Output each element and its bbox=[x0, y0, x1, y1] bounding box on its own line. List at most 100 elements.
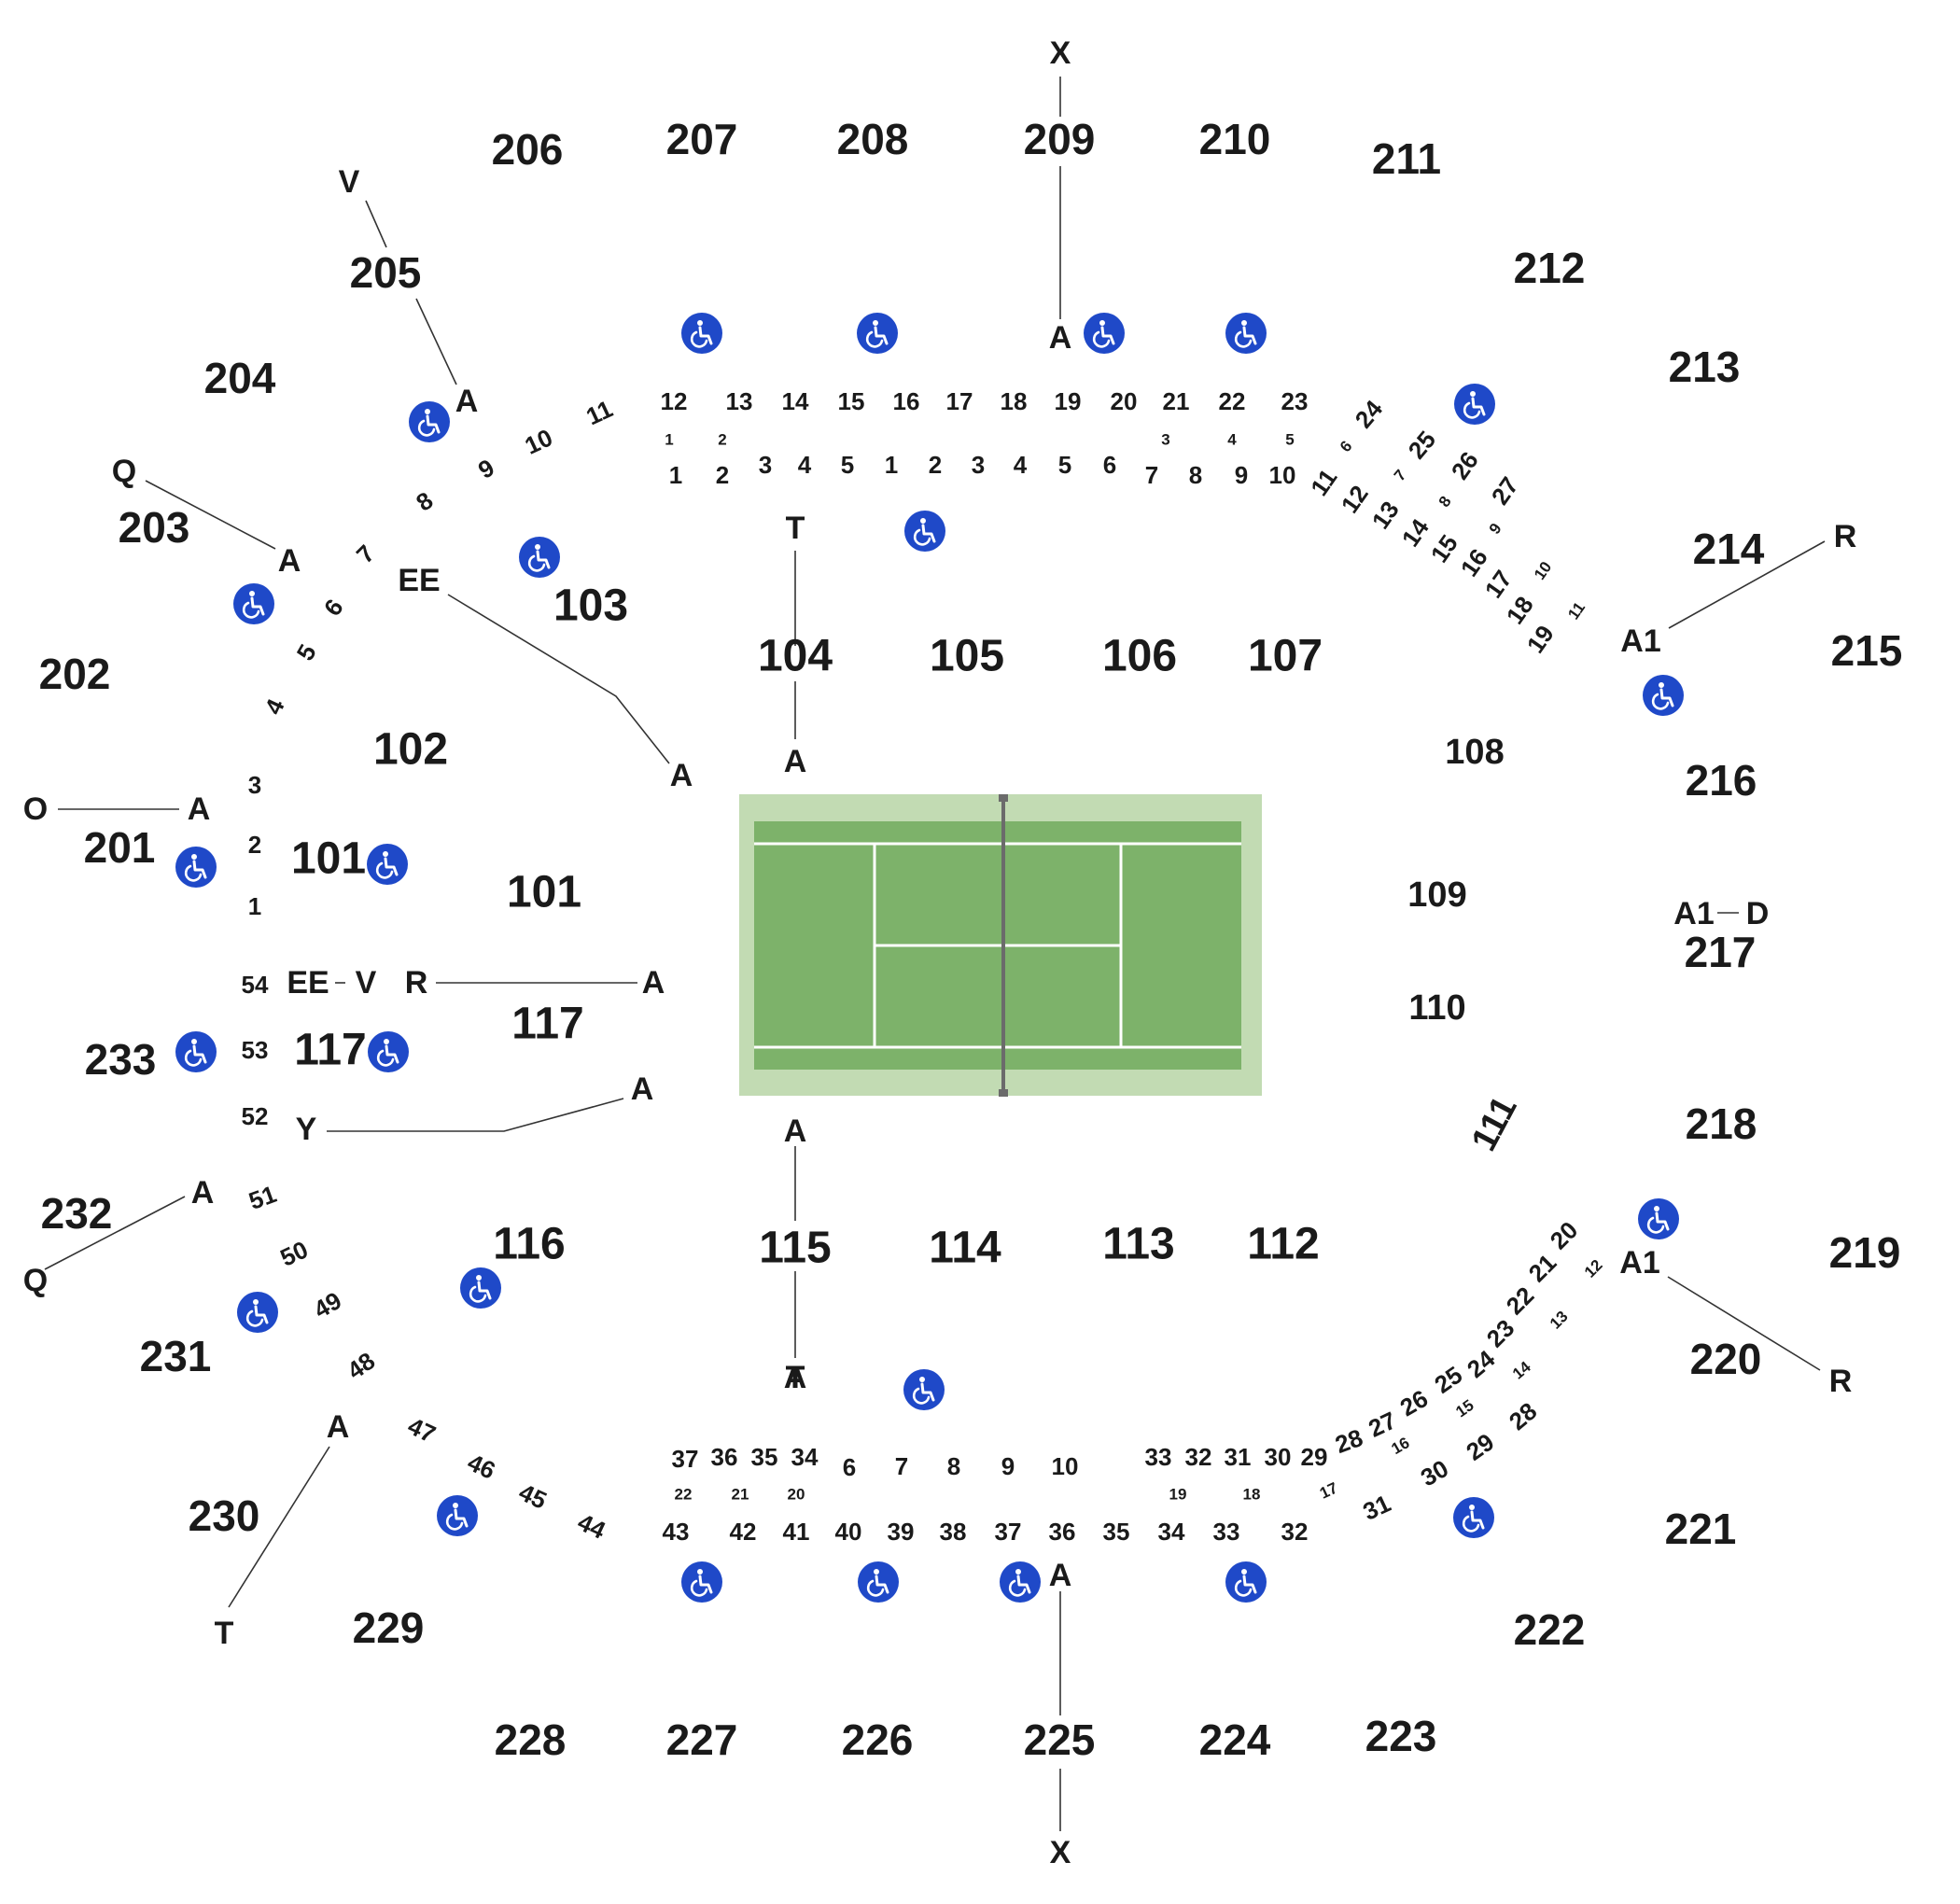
seat-number: 28 bbox=[1504, 1397, 1542, 1436]
seat-number: 42 bbox=[730, 1518, 757, 1546]
section-225[interactable]: 225 bbox=[1024, 1715, 1096, 1764]
seat-number: 29 bbox=[1301, 1443, 1328, 1471]
section-111[interactable]: 111 bbox=[1464, 1090, 1525, 1157]
wheelchair-icon bbox=[409, 401, 450, 442]
section-223[interactable]: 223 bbox=[1365, 1712, 1437, 1760]
section-207[interactable]: 207 bbox=[666, 115, 738, 163]
section-102[interactable]: 102 bbox=[373, 725, 448, 775]
section-115[interactable]: 115 bbox=[759, 1224, 831, 1273]
section-112[interactable]: 112 bbox=[1247, 1220, 1319, 1269]
section-219[interactable]: 219 bbox=[1829, 1228, 1901, 1277]
section-109[interactable]: 109 bbox=[1407, 875, 1466, 915]
section-106[interactable]: 106 bbox=[1102, 632, 1177, 681]
section-221[interactable]: 221 bbox=[1665, 1505, 1737, 1553]
section-217[interactable]: 217 bbox=[1685, 928, 1757, 976]
seat-number: 3 bbox=[1161, 430, 1169, 448]
section-233[interactable]: 233 bbox=[85, 1035, 157, 1084]
row-label: T bbox=[786, 1360, 805, 1395]
seat-number: 36 bbox=[1049, 1518, 1076, 1546]
section-202[interactable]: 202 bbox=[39, 650, 111, 698]
row-label: Y bbox=[296, 1112, 317, 1147]
section-103[interactable]: 103 bbox=[553, 581, 628, 631]
section-114[interactable]: 114 bbox=[929, 1224, 1001, 1273]
section-105[interactable]: 105 bbox=[930, 632, 1004, 681]
section-101[interactable]: 101 bbox=[507, 868, 581, 917]
section-214[interactable]: 214 bbox=[1693, 525, 1765, 573]
section-218[interactable]: 218 bbox=[1686, 1099, 1757, 1148]
seat-number: 6 bbox=[843, 1453, 856, 1481]
section-204[interactable]: 204 bbox=[204, 354, 276, 402]
section-117-accessible[interactable]: 117 bbox=[294, 1026, 366, 1075]
row-label: R bbox=[1834, 519, 1857, 554]
seat-number: 17 bbox=[1317, 1478, 1340, 1502]
section-215[interactable]: 215 bbox=[1831, 626, 1903, 675]
net-post bbox=[999, 794, 1008, 802]
row-label: Q bbox=[23, 1263, 48, 1298]
section-117[interactable]: 117 bbox=[511, 1000, 583, 1049]
section-224[interactable]: 224 bbox=[1199, 1715, 1271, 1764]
section-229[interactable]: 229 bbox=[353, 1603, 425, 1652]
seat-number: 14 bbox=[782, 387, 809, 415]
seat-number: 9 bbox=[1235, 461, 1248, 489]
accessible-icons bbox=[175, 313, 1684, 1603]
section-213[interactable]: 213 bbox=[1669, 343, 1741, 391]
section-104[interactable]: 104 bbox=[758, 632, 833, 681]
seat-number: 32 bbox=[1281, 1518, 1309, 1546]
section-101-accessible[interactable]: 101 bbox=[291, 834, 366, 884]
seat-number: 2 bbox=[929, 451, 942, 479]
wheelchair-icon bbox=[1454, 384, 1495, 425]
seat-number: 22 bbox=[1219, 387, 1246, 415]
seat-number: 4 bbox=[798, 451, 812, 479]
seat-number: 10 bbox=[1531, 558, 1555, 582]
section-216[interactable]: 216 bbox=[1686, 756, 1757, 805]
seat-number: 27 bbox=[1365, 1406, 1401, 1442]
row-labels: X V A Q A EE A A T A A1 R O A A1 D EE V … bbox=[23, 35, 1857, 1870]
section-210[interactable]: 210 bbox=[1199, 115, 1271, 163]
section-226[interactable]: 226 bbox=[842, 1715, 914, 1764]
section-208[interactable]: 208 bbox=[837, 115, 909, 163]
seat-number: 20 bbox=[1545, 1216, 1584, 1255]
seat-number: 13 bbox=[726, 387, 753, 415]
section-205[interactable]: 205 bbox=[350, 248, 422, 297]
row-label: V bbox=[356, 965, 377, 1001]
seat-number: 10 bbox=[1269, 461, 1296, 489]
row-label: X bbox=[1050, 1835, 1071, 1870]
section-110[interactable]: 110 bbox=[1408, 988, 1465, 1028]
section-116[interactable]: 116 bbox=[493, 1220, 565, 1269]
seat-number: 21 bbox=[1163, 387, 1190, 415]
section-203[interactable]: 203 bbox=[119, 503, 190, 552]
seat-number: 19 bbox=[1055, 387, 1082, 415]
seat-number: 3 bbox=[759, 451, 772, 479]
seat-number: 29 bbox=[1461, 1428, 1499, 1466]
row-label: A bbox=[670, 758, 693, 793]
section-222[interactable]: 222 bbox=[1514, 1605, 1586, 1654]
section-228[interactable]: 228 bbox=[495, 1715, 567, 1764]
section-231[interactable]: 231 bbox=[140, 1332, 212, 1380]
section-108[interactable]: 108 bbox=[1445, 733, 1504, 772]
seat-number: 37 bbox=[995, 1518, 1022, 1546]
seat-number: 37 bbox=[672, 1445, 699, 1473]
wheelchair-icon bbox=[1453, 1497, 1494, 1538]
section-201[interactable]: 201 bbox=[84, 823, 156, 872]
section-113[interactable]: 113 bbox=[1102, 1220, 1174, 1269]
section-220[interactable]: 220 bbox=[1690, 1335, 1762, 1383]
row-label: T bbox=[215, 1616, 234, 1651]
row-label: R bbox=[1829, 1364, 1853, 1399]
section-212[interactable]: 212 bbox=[1514, 244, 1586, 292]
section-107[interactable]: 107 bbox=[1248, 632, 1323, 681]
seat-number: 43 bbox=[663, 1518, 690, 1546]
seat-number: 10 bbox=[521, 423, 557, 459]
seat-number: 28 bbox=[1332, 1423, 1366, 1459]
section-209[interactable]: 209 bbox=[1024, 115, 1096, 163]
section-211[interactable]: 211 bbox=[1372, 134, 1441, 183]
section-227[interactable]: 227 bbox=[666, 1715, 738, 1764]
seat-number: 18 bbox=[1243, 1485, 1261, 1503]
row-label: T bbox=[786, 511, 805, 546]
section-206[interactable]: 206 bbox=[492, 125, 564, 174]
wheelchair-icon bbox=[460, 1267, 501, 1309]
wheelchair-icon bbox=[857, 313, 898, 354]
seat-number: 34 bbox=[791, 1443, 819, 1471]
section-230[interactable]: 230 bbox=[189, 1491, 260, 1540]
section-232[interactable]: 232 bbox=[41, 1189, 113, 1238]
